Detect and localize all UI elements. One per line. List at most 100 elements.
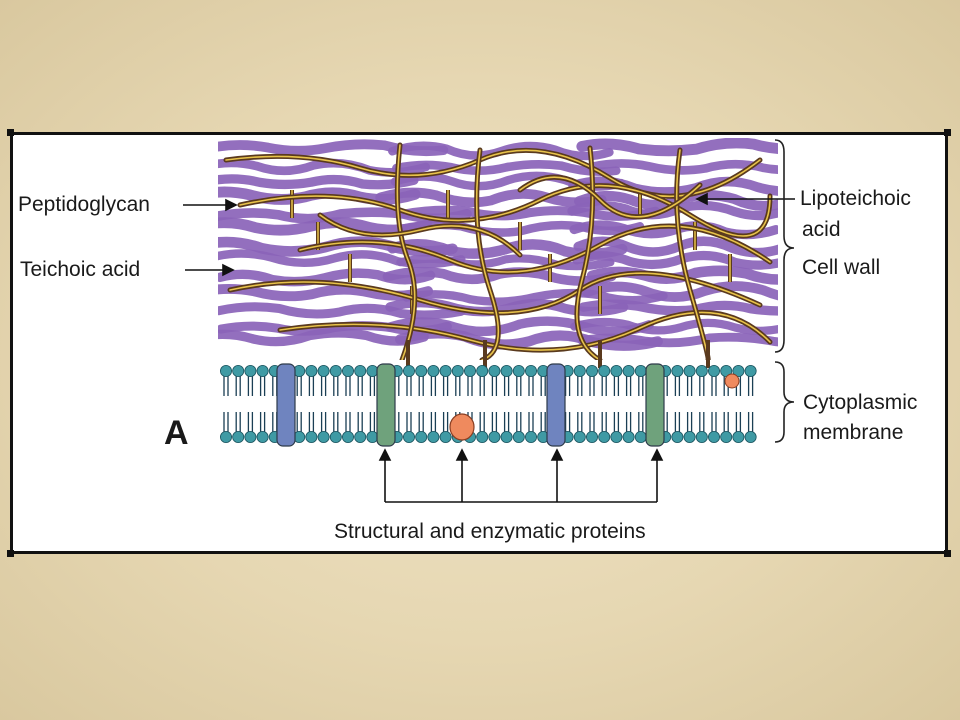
lipid-head <box>671 430 684 443</box>
pointer-3-head <box>550 448 564 461</box>
lipid-head <box>354 364 367 377</box>
lipid-head <box>683 430 696 443</box>
lipoteichoic-arrowhead <box>695 192 708 206</box>
lipid-head <box>634 430 647 443</box>
lipoteichoic-label-line1: Lipoteichoic <box>800 187 911 210</box>
lipid-head <box>341 364 354 377</box>
lipid-head <box>219 364 232 377</box>
lipid-head <box>732 364 745 377</box>
lipid-head <box>317 364 330 377</box>
cytoplasmic-membrane <box>219 364 757 443</box>
teichoic-strand-highlight <box>299 225 771 273</box>
lipid-head <box>402 364 415 377</box>
lipid-head <box>695 364 708 377</box>
teichoic-strand-highlight <box>396 144 416 360</box>
lipid-head <box>512 430 525 443</box>
peptidoglycan-fiber <box>392 159 621 177</box>
lipid-head <box>232 364 245 377</box>
lipid-head <box>488 430 501 443</box>
lipid-head <box>463 364 476 377</box>
peripheral-protein-small <box>724 373 740 389</box>
lipid-head <box>256 364 269 377</box>
teichoic-arrowhead <box>222 263 235 277</box>
lipid-head <box>598 364 611 377</box>
peptidoglycan-fiber <box>570 317 778 335</box>
lipid-head <box>695 430 708 443</box>
lipid-head <box>744 430 757 443</box>
lipid-head <box>683 364 696 377</box>
pointer-2-head <box>455 448 469 461</box>
lipid-head <box>329 364 342 377</box>
lipid-head <box>439 364 452 377</box>
lipid-head <box>402 430 415 443</box>
lipid-head <box>610 364 623 377</box>
lipid-head <box>244 430 257 443</box>
protein-pointer-arrows <box>378 448 664 503</box>
teichoic-strand-highlight <box>576 147 601 360</box>
lipid-head <box>488 364 501 377</box>
transmembrane-protein-blue <box>546 363 566 447</box>
braces <box>774 139 795 443</box>
pointer-4-head <box>650 448 664 461</box>
lipid-head <box>525 364 538 377</box>
lipid-head <box>586 364 599 377</box>
peptidoglycan-fiber <box>587 159 778 175</box>
lipoteichoic-label-line2: acid <box>802 218 841 241</box>
lipid-head <box>341 430 354 443</box>
lipid-head <box>500 364 513 377</box>
lipid-head <box>512 364 525 377</box>
lipid-head <box>305 364 318 377</box>
lipid-head <box>586 430 599 443</box>
lipid-head <box>634 364 647 377</box>
frame-corner <box>7 129 14 136</box>
teichoic-acid-label: Teichoic acid <box>20 258 141 281</box>
peptidoglycan-fiber <box>577 332 778 348</box>
peptidoglycan-fiber <box>218 302 466 320</box>
lipid-head <box>232 430 245 443</box>
teichoic-strand-highlight <box>519 176 701 218</box>
lipid-head <box>610 430 623 443</box>
peptidoglycan-fiber <box>218 174 419 190</box>
lipid-head <box>415 364 428 377</box>
lipid-head <box>573 430 586 443</box>
cell-wall-brace <box>774 139 795 353</box>
peptidoglycan-fiber <box>218 321 452 336</box>
lipid-head <box>476 364 489 377</box>
frame-corner <box>7 550 14 557</box>
cytoplasmic-label-line1: Cytoplasmic <box>803 391 918 414</box>
lipid-head <box>732 430 745 443</box>
peptidoglycan-fiber <box>218 158 431 177</box>
teichoic-strand-highlight <box>239 184 771 237</box>
lipid-head <box>525 430 538 443</box>
lipid-head <box>427 430 440 443</box>
lipid-head <box>708 430 721 443</box>
peptidoglycan-arrowhead <box>225 198 238 212</box>
lipid-head <box>366 364 379 377</box>
lipid-head <box>476 430 489 443</box>
frame-corner <box>944 550 951 557</box>
lipid-head <box>244 364 257 377</box>
transmembrane-protein-green <box>645 363 665 447</box>
lipoteichoic-anchors <box>406 340 710 368</box>
lipid-head <box>219 430 232 443</box>
membrane-brace <box>774 361 795 443</box>
panel-letter: A <box>164 414 189 452</box>
lipid-head <box>354 430 367 443</box>
lipid-head <box>671 364 684 377</box>
teichoic-strand-highlight <box>319 214 521 256</box>
lipid-head <box>451 364 464 377</box>
teichoic-strand-highlight <box>229 272 761 314</box>
lipid-head <box>708 364 721 377</box>
teichoic-strand-highlight <box>475 149 500 360</box>
lipid-head <box>415 430 428 443</box>
cell-wall-label: Cell wall <box>802 256 881 279</box>
leader-arrows <box>183 192 795 277</box>
lipid-head <box>622 430 635 443</box>
teichoic-strand-highlight <box>279 311 771 351</box>
peptidoglycan-fiber <box>402 288 668 306</box>
membrane-proteins <box>276 363 740 447</box>
lipid-head <box>720 430 733 443</box>
lipid-head <box>256 430 269 443</box>
peptidoglycan-fiber <box>218 249 466 269</box>
